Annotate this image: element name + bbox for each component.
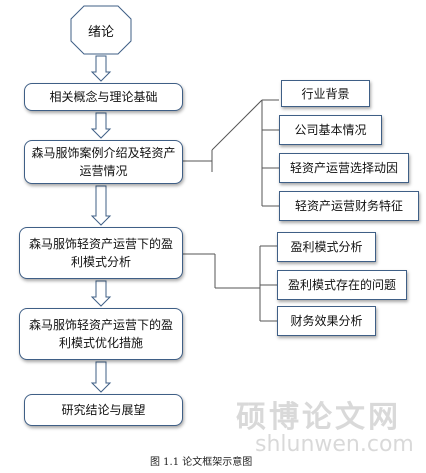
- branch-label: 轻资产运营财务特征: [294, 199, 403, 213]
- case-intro-node: 森马服饰案例介绍及轻资产运营情况: [24, 140, 183, 184]
- case-intro-label: 森马服饰案例介绍及轻资产运营情况: [31, 146, 176, 178]
- down-arrow-icon: [90, 55, 112, 82]
- concepts-label: 相关概念与理论基础: [49, 90, 158, 104]
- down-arrow-icon: [90, 112, 112, 139]
- branch-label: 盈利模式分析: [290, 240, 363, 254]
- branch-label: 盈利模式存在的问题: [287, 278, 396, 292]
- branch-lines: [183, 99, 279, 322]
- down-arrow-icon: [90, 280, 112, 307]
- branch-box-financial-features: 轻资产运营财务特征: [279, 191, 419, 221]
- branch-label: 财务效果分析: [290, 314, 363, 328]
- down-arrow-icon: [90, 185, 112, 226]
- branch-box-financial-effect: 财务效果分析: [277, 306, 376, 336]
- watermark-logo: 硕博论文网: [236, 400, 401, 435]
- branch-label: 公司基本情况: [294, 123, 367, 137]
- branch-label: 轻资产运营选择动因: [289, 161, 398, 175]
- conclusion-node: 研究结论与展望: [24, 394, 183, 426]
- down-arrow-icon: [90, 361, 112, 393]
- flow-arrows: [90, 55, 112, 393]
- branch-box-problems: 盈利模式存在的问题: [277, 270, 407, 300]
- concepts-node: 相关概念与理论基础: [24, 83, 183, 111]
- intro-label: 绪论: [87, 24, 114, 40]
- profit-analysis-label: 森马服饰轻资产运营下的盈利模式分析: [28, 237, 173, 269]
- branch-box-company: 公司基本情况: [279, 115, 382, 145]
- conclusion-label: 研究结论与展望: [61, 403, 146, 417]
- optimization-label: 森马服饰轻资产运营下的盈利模式优化措施: [28, 318, 173, 350]
- branch-box-motivation: 轻资产运营选择动因: [279, 153, 409, 183]
- intro-node: 绪论: [70, 5, 132, 55]
- profit-analysis-node: 森马服饰轻资产运营下的盈利模式分析: [19, 227, 183, 279]
- branch-label: 行业背景: [301, 86, 350, 101]
- octagon-shape: [70, 5, 132, 55]
- watermark-url: shlunwen.com: [255, 432, 414, 457]
- branch-box-profit-model: 盈利模式分析: [277, 232, 376, 262]
- figure-caption: 图 1.1 论文框架示意图: [150, 457, 253, 468]
- optimization-node: 森马服饰轻资产运营下的盈利模式优化措施: [19, 308, 183, 360]
- branch-box-industry: 行业背景: [281, 80, 370, 107]
